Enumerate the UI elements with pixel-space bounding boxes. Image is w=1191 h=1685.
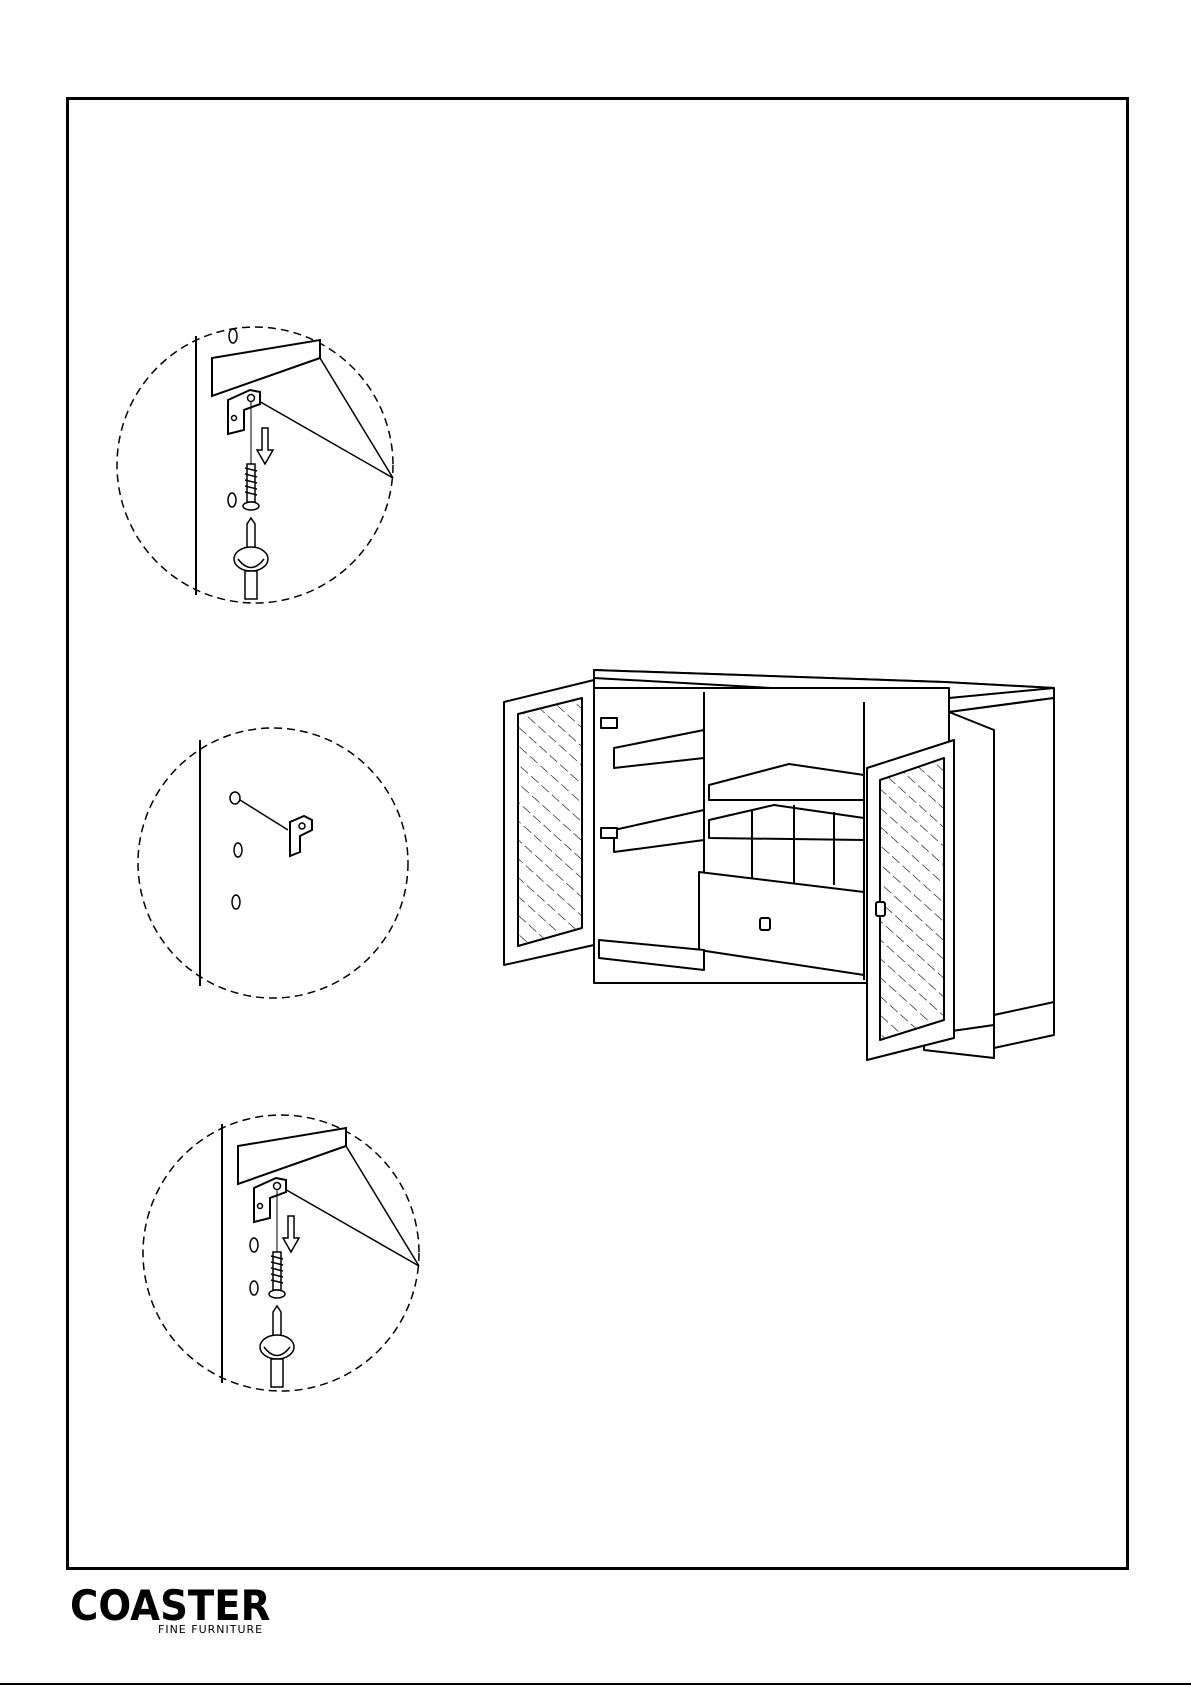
detail-bracket-screw-top (110, 322, 400, 612)
coaster-logo: COASTER FINE FURNITURE (70, 1585, 270, 1635)
brand-name: COASTER (70, 1585, 270, 1627)
detail-shelf-pin (128, 718, 418, 1008)
cabinet-illustration (484, 640, 1064, 1070)
brand-tagline: FINE FURNITURE (158, 1623, 263, 1636)
detail-bracket-screw-bottom (136, 1110, 426, 1400)
